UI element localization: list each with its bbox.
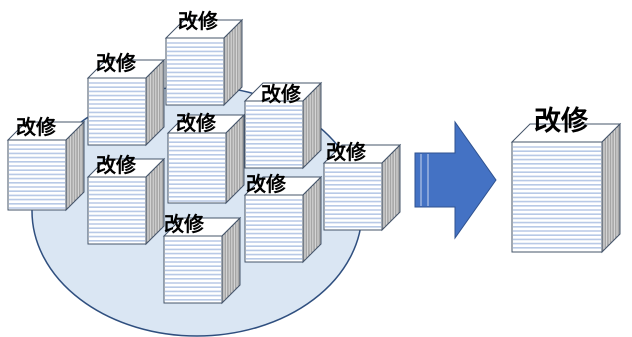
stack-label: 改修 [16,115,57,139]
document-stack: 改修 [86,51,166,147]
stack-label: 改修 [96,51,137,75]
document-stack: 改修 [322,140,402,232]
stack-label: 改修 [326,140,367,164]
document-stack: 改修 [243,172,323,264]
document-stack: 改修 [243,81,323,170]
stack-label: 改修 [261,82,302,106]
document-stack: 改修 [166,111,246,205]
merged-stack-label: 改修 [534,106,589,137]
document-stack: 改修 [162,212,242,305]
merged-document-stack: 改修 [510,106,622,254]
document-stack: 改修 [164,9,244,107]
stack-label: 改修 [246,172,287,196]
stack-label: 改修 [178,9,219,33]
right-arrow-icon [414,120,497,240]
stack-label: 改修 [96,153,137,177]
document-stack: 改修 [6,115,86,212]
document-stack: 改修 [86,153,166,246]
document-stack: 改修 [510,106,622,254]
stack-label: 改修 [164,212,205,236]
small-document-stacks: 改修改修改修改修改修改修改修改修改修 [6,9,402,305]
stack-label: 改修 [176,111,217,135]
